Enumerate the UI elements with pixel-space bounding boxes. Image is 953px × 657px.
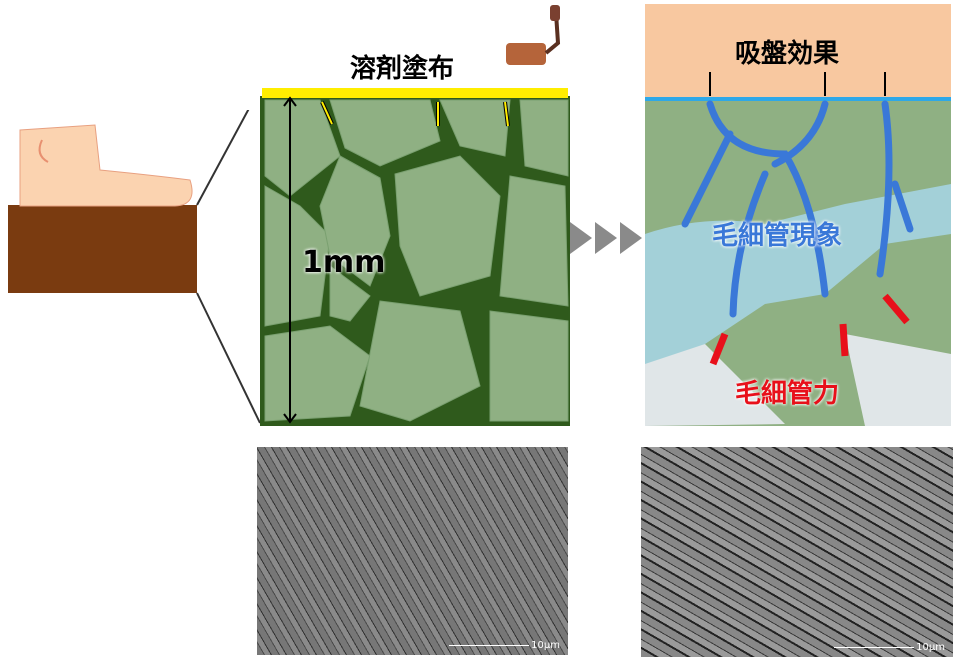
sem-scale-left: 10μm — [531, 640, 560, 651]
capillary-phenomenon-label: 毛細管現象 — [712, 221, 843, 251]
scale-label: 1mm — [302, 245, 386, 280]
right-grain-diagram — [645, 4, 951, 426]
capillary-force-label: 毛細管力 — [735, 379, 840, 409]
sem-image-after: 10μm — [641, 447, 953, 657]
transition-arrows-icon — [570, 222, 642, 254]
left-title: 溶剤塗布 — [350, 54, 455, 84]
paint-roller-icon — [506, 5, 561, 65]
sem-scale-right: 10μm — [916, 642, 945, 653]
foot-illustration — [8, 110, 260, 424]
right-title: 吸盤効果 — [735, 39, 840, 69]
sem-image-before: 10μm — [257, 447, 568, 655]
left-grain-diagram — [260, 88, 570, 426]
